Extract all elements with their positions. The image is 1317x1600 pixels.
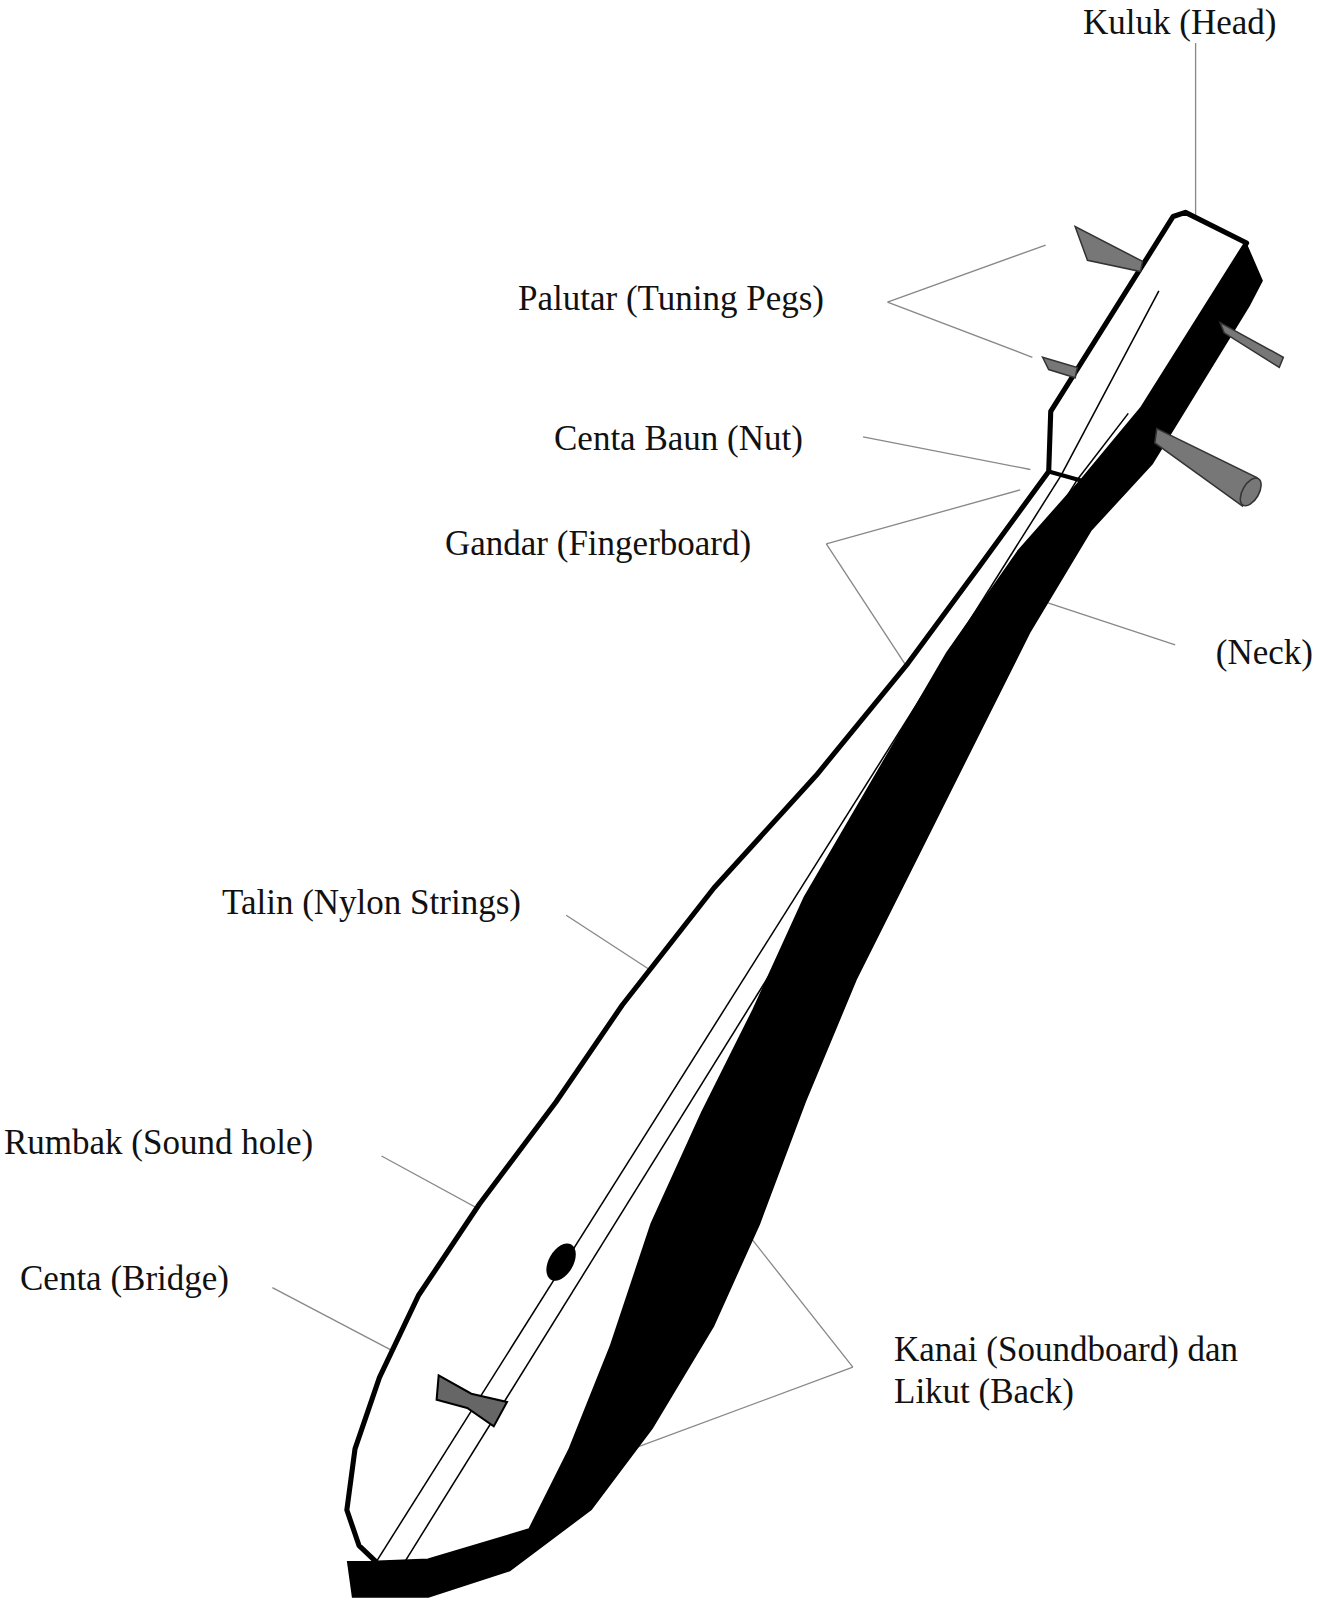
part-label: Centa (Bridge) <box>20 1258 229 1300</box>
part-label: Kanai (Soundboard) dan Likut (Back) <box>894 1329 1251 1413</box>
part-label: Gandar (Fingerboard) <box>445 523 751 565</box>
sound-hole <box>540 1238 582 1286</box>
part-label: Palutar (Tuning Pegs) <box>518 278 824 320</box>
part-label: Talin (Nylon Strings) <box>222 882 521 924</box>
part-label: Centa Baun (Nut) <box>554 418 803 460</box>
bridge <box>437 1375 507 1426</box>
part-label: (Neck) <box>1216 632 1313 674</box>
part-label: Rumbak (Sound hole) <box>4 1122 313 1164</box>
part-label: Kuluk (Head) <box>1083 2 1276 44</box>
tuning-pegs <box>1043 227 1284 510</box>
